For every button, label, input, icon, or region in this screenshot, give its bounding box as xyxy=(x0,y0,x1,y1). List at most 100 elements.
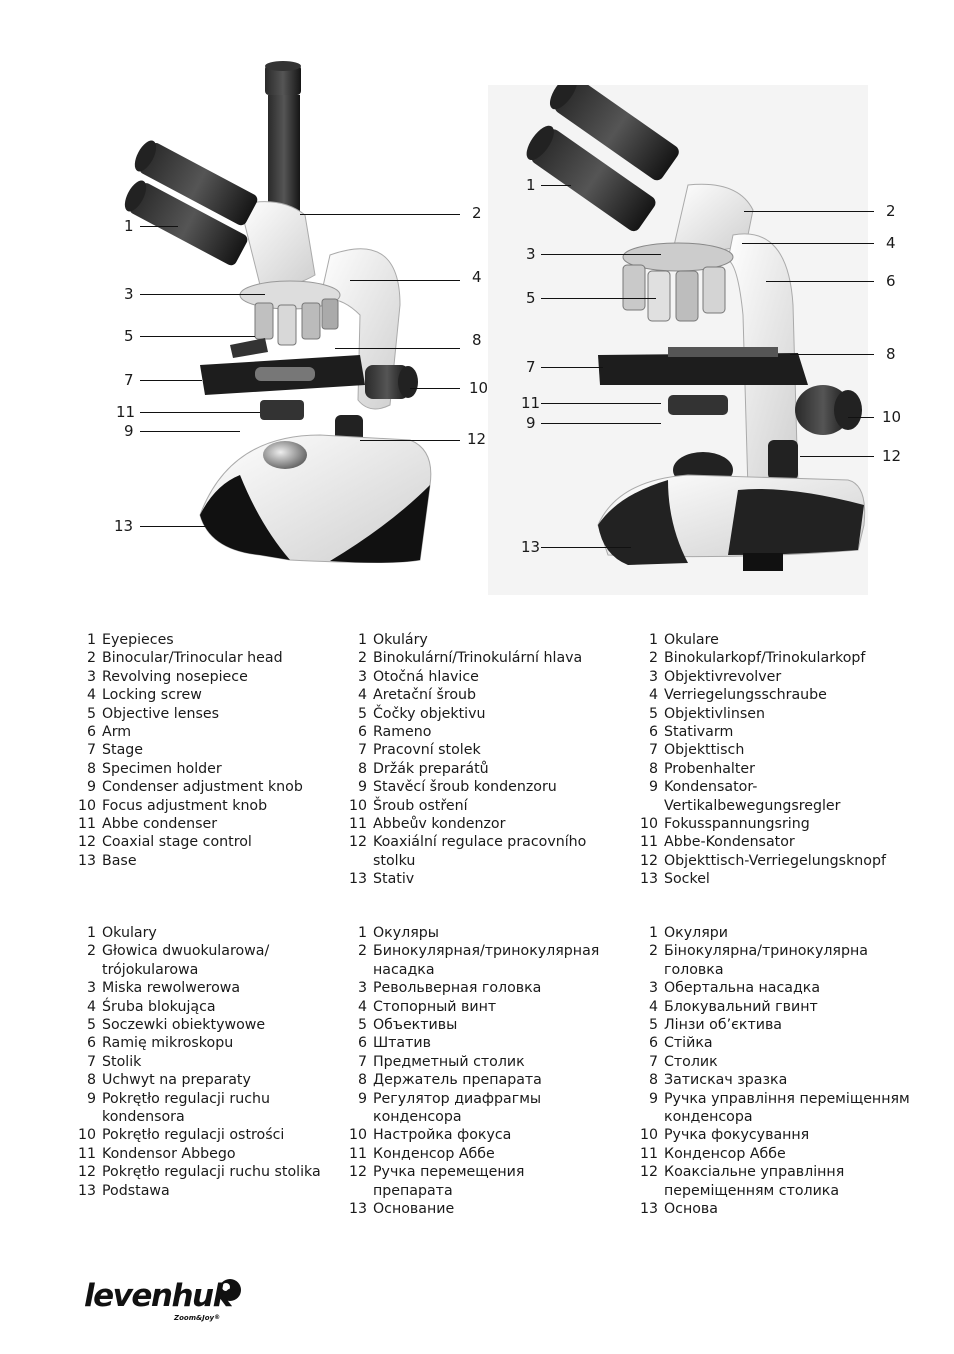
left-callout-7: 7 xyxy=(124,371,134,389)
leader-line xyxy=(410,388,460,389)
legend-item-text: Настройка фокуса xyxy=(373,1127,512,1144)
leader-line xyxy=(541,403,661,404)
legend-item-text: Лінзи об’єктива xyxy=(664,1017,782,1034)
legend-item-text: Предметный столик xyxy=(373,1053,525,1070)
legend-item-number: 10 xyxy=(640,816,659,833)
legend-item-number: 1 xyxy=(86,925,96,941)
legend-item-text: Okulare xyxy=(664,632,719,648)
legend-item-number: 3 xyxy=(357,668,367,685)
legend-item-text: Kondensor Abbego xyxy=(102,1145,236,1162)
legend-item-text: Револьверная головка xyxy=(373,980,542,997)
legend-item-text: Objekttisch xyxy=(664,742,745,759)
legend-item-number: 6 xyxy=(86,1035,96,1052)
legend-item: 10 Настройка фокуса xyxy=(349,1126,634,1144)
legend-item-text: Probenhalter xyxy=(664,760,755,777)
legend-item-number: 12 xyxy=(640,1164,659,1181)
legend-item-number: 4 xyxy=(357,687,367,704)
legend-item-text: Sockel xyxy=(664,871,710,888)
right-callout-3: 3 xyxy=(526,245,536,263)
legend-item-text: Стопорный винт xyxy=(373,998,497,1015)
legend-item-number: 11 xyxy=(640,1145,659,1162)
binocular-microscope-illustration xyxy=(488,85,868,595)
leader-line xyxy=(742,243,874,244)
legend-item-number: 5 xyxy=(357,705,367,722)
legend-item-number: 8 xyxy=(86,1072,96,1089)
legend-item-number: 10 xyxy=(349,1127,368,1144)
legend-item-text: Okuláry xyxy=(373,632,428,648)
legend-item-text: Držák preparátů xyxy=(373,760,489,777)
left-callout-13: 13 xyxy=(114,517,134,535)
legend-item-text: Okulary xyxy=(102,925,157,941)
legend-item-text: Бінокулярна/тринокулярна xyxy=(664,943,868,960)
legend-item-number: 9 xyxy=(357,779,367,796)
legend-item-text: Столик xyxy=(664,1053,718,1070)
legend-item-number: 10 xyxy=(78,1127,97,1144)
legend-item-text: trójokularowa xyxy=(102,961,199,978)
legend-item-number: 1 xyxy=(86,632,96,648)
legend-item-number: 11 xyxy=(78,816,97,833)
legend-item: насадка xyxy=(349,961,634,979)
legend-item: препарата xyxy=(349,1182,634,1200)
logo-swoosh-icon xyxy=(219,1279,241,1301)
legend-item-text: насадка xyxy=(373,961,435,978)
leader-line xyxy=(800,456,874,457)
legend-item-text: Revolving nosepiece xyxy=(102,668,248,685)
legend-item-text: Głowica dwuokularowa/ xyxy=(102,943,270,960)
legend-item-number: 1 xyxy=(357,632,367,648)
legend-item: 1 Okulary xyxy=(78,924,343,942)
legend-item-number: 6 xyxy=(357,724,367,741)
legend-item-number: 10 xyxy=(78,797,97,814)
leader-line xyxy=(300,214,460,215)
legend-item-number: 3 xyxy=(86,668,96,685)
left-callout-9: 9 xyxy=(124,422,134,440)
legend-item-number: 4 xyxy=(86,998,96,1015)
legend-item-text: Конденсор Аббе xyxy=(664,1145,786,1162)
legend-item-number: 3 xyxy=(86,980,96,997)
leader-line xyxy=(766,281,874,282)
legend-item-number: 2 xyxy=(357,650,367,667)
legend-item-text: Śruba blokująca xyxy=(102,998,216,1015)
legend-item-number: 12 xyxy=(349,834,368,851)
legend-item-number: 6 xyxy=(648,724,658,741)
legend-item-number: 3 xyxy=(648,668,658,685)
legend-item-number: 5 xyxy=(357,1017,367,1034)
legend-item-number: 11 xyxy=(640,834,659,851)
legend-item-text: Регулятор диафрагмы xyxy=(373,1090,542,1107)
legend-item-text: Fokusspannungsring xyxy=(664,816,810,833)
right-callout-2: 2 xyxy=(886,202,896,220)
right-callout-6: 6 xyxy=(886,272,896,290)
left-callout-1: 1 xyxy=(124,217,134,235)
legend-item-number: 11 xyxy=(349,816,368,833)
legend-item: 11 Конденсор Аббе xyxy=(640,1145,940,1163)
legend-item-number: 13 xyxy=(349,1201,368,1218)
left-callout-5: 5 xyxy=(124,327,134,345)
legend-item-number: 12 xyxy=(349,1164,368,1181)
leader-line xyxy=(140,526,240,527)
legend-item-text: Штатив xyxy=(373,1035,431,1052)
legend-item-number: 10 xyxy=(640,1127,659,1144)
legend-item-text: Stavěcí šroub kondenzoru xyxy=(373,779,557,796)
leader-line xyxy=(541,185,571,186)
